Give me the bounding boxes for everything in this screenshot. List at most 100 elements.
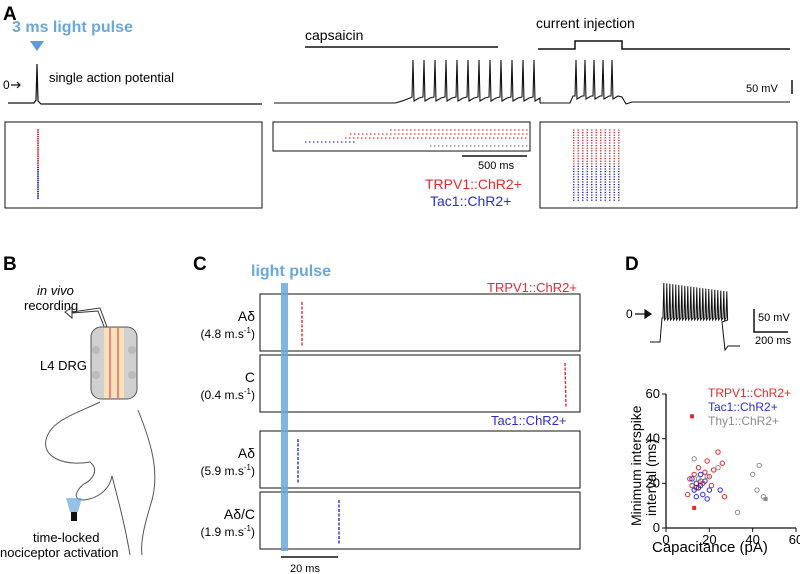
scale-ms-d: 200 ms: [755, 335, 792, 347]
scatter-point: [704, 458, 710, 464]
capsaicin-label: capsaicin: [305, 27, 363, 43]
legend-trpv1-a: TRPV1::ChR2+: [425, 176, 522, 192]
scatter-xlabel: Capacitance (pA): [652, 539, 768, 556]
scatter-point: [695, 465, 702, 471]
nociceptor-activation-label: nociceptor activation: [0, 545, 119, 560]
scatter-point: [715, 449, 721, 455]
scatter-point: [693, 494, 700, 500]
panel-c-velocity-label: (4.8 m.s-1): [201, 326, 255, 341]
scatter-legend-trpv1: TRPV1::ChR2+: [708, 386, 791, 400]
raster-box-a2: [272, 121, 531, 152]
panel-label-b: B: [3, 254, 17, 275]
scatter-point: [704, 473, 710, 480]
panel-c-velocity-label: (0.4 m.s-1): [201, 387, 255, 402]
raster-box-a3: [539, 121, 798, 209]
x-tick-label: 0: [662, 532, 669, 547]
current-injection-label: current injection: [536, 15, 635, 31]
scatter-point: [721, 494, 728, 500]
panel-c-fiber-label: C: [245, 369, 255, 385]
scatter-point: [691, 471, 697, 478]
scatter-point: [704, 496, 710, 502]
scatter-point: [710, 467, 717, 473]
scatter-point: [691, 487, 697, 493]
panel-c-row-box: [259, 293, 581, 352]
zero-label-a: 0: [3, 78, 10, 92]
l4-drg-label: L4 DRG: [40, 358, 87, 373]
leg-outline-icon: [45, 401, 156, 556]
scale-ms-c: 20 ms: [290, 563, 320, 574]
scatter-point: [760, 494, 767, 500]
scale-bar-d: [753, 309, 788, 333]
y-tick-label: 0: [653, 520, 660, 535]
scatter-point: [717, 487, 723, 493]
scatter-point: [689, 482, 695, 489]
light-pulse-bar-c: [281, 283, 288, 551]
panel-label-a: A: [3, 4, 17, 25]
scatter-ylabel: Minimum interspike interval (ms): [628, 402, 659, 526]
y-tick-label: 40: [646, 431, 660, 446]
panel-c-fiber-label: Aδ: [238, 445, 255, 461]
scatter-point: [691, 456, 697, 462]
raster-a2: [305, 129, 528, 147]
legend-tac1-a: Tac1::ChR2+: [430, 193, 511, 209]
panel-c-velocity-label: (1.9 m.s-1): [201, 524, 255, 539]
panel-c-row-box: [259, 354, 581, 413]
current-injection-step: [538, 40, 790, 50]
tac1-label-c: Tac1::ChR2+: [491, 413, 567, 428]
x-tick-label: 40: [745, 532, 759, 547]
panel-c-rows: Aδ (4.8 m.s-1) C (0.4 m.s-1) Aδ (5.9 m.s-1) Aδ…: [201, 293, 581, 550]
scatter-point: [684, 491, 691, 498]
recording-label: recording: [24, 298, 78, 313]
scatter-point: [700, 491, 706, 498]
zero-label-d: 0: [626, 307, 633, 321]
raster-a3: [573, 129, 620, 201]
panel-c-fiber-label: Aδ: [238, 308, 255, 324]
panel-label-c: C: [193, 254, 207, 275]
scatter-point: [734, 509, 741, 516]
scatter-point: [695, 476, 702, 482]
trpv1-label-c: TRPV1::ChR2+: [487, 280, 577, 295]
y-tick-label: 20: [646, 475, 660, 490]
raster-box-a1: [4, 121, 263, 209]
trace-d: [650, 282, 740, 352]
scatter-point: [763, 496, 768, 501]
in-vivo-label: in vivo: [37, 283, 74, 298]
x-tick-label: 60: [789, 532, 800, 547]
scatter-legend-thy1: Thy1::ChR2+: [708, 414, 779, 428]
scatter-point: [692, 505, 697, 510]
scatter-legend-tac1: Tac1::ChR2+: [708, 400, 778, 414]
scatter-point: [749, 471, 756, 478]
light-pulse-label-c: light pulse: [251, 263, 331, 280]
panel-c-fiber-label: Aδ/C: [224, 506, 255, 522]
scatter-point: [690, 414, 694, 419]
scale-mv-d: 50 mV: [758, 312, 790, 324]
light-pulse-arrow-icon: [30, 41, 44, 51]
x-tick-label: 20: [702, 532, 716, 547]
scatter-point: [708, 482, 715, 489]
scatter-point: [706, 473, 713, 480]
scatter-point: [687, 476, 693, 482]
panel-c-row-box: [259, 491, 581, 550]
scatter-point: [719, 460, 726, 466]
scatter-point: [715, 465, 721, 471]
time-locked-label: time-locked: [33, 530, 99, 545]
light-pulse-label: 3 ms light pulse: [12, 19, 133, 36]
zero-arrow-icon-d: [635, 308, 653, 320]
scale-ms-a: 500 ms: [478, 160, 515, 172]
scatter-point: [756, 462, 762, 469]
scatter-point: [689, 476, 695, 482]
panel-label-d: D: [625, 254, 639, 275]
zero-arrow-icon: [11, 81, 21, 89]
panel-c-spikes: [564, 362, 567, 408]
scatter-point: [693, 480, 700, 487]
scatter-point: [702, 469, 708, 475]
light-cone-icon: [66, 498, 82, 512]
panel-c-velocity-label: (5.9 m.s-1): [201, 463, 255, 478]
scatter-point: [702, 478, 708, 484]
scatter-ylabel-line2: interval (ms): [643, 439, 659, 516]
scatter-point: [706, 487, 713, 493]
trace-single-ap: [8, 63, 262, 105]
single-ap-label: single action potential: [49, 70, 174, 85]
